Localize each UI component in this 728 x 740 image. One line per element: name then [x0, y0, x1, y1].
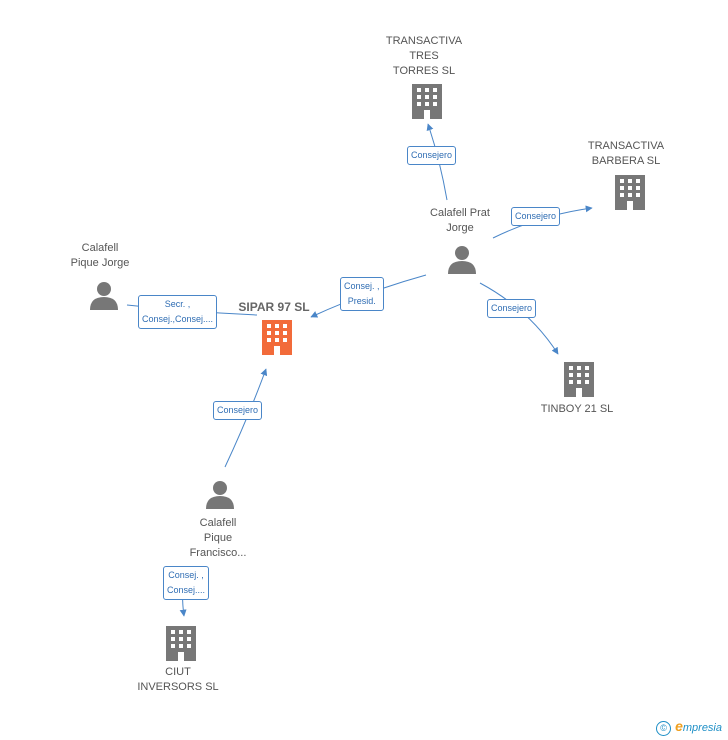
- person-icon-pique-francisco: [206, 481, 234, 509]
- node-label-sipar[interactable]: SIPAR 97 SL: [238, 300, 310, 314]
- company-building-icon-ciut: [166, 626, 196, 661]
- company-building-icon-tinboy: [564, 362, 594, 397]
- brand-name: mpresia: [682, 722, 722, 735]
- empresia-logo: ©empresia: [656, 718, 722, 736]
- edge-label-francisco-sipar: Consejero: [213, 401, 263, 420]
- company-building-icon-barbera: [615, 175, 645, 210]
- edge-label-prat-sipar: Consej. , Presid.: [340, 277, 384, 311]
- edge-prat-tinboy: [479, 282, 559, 355]
- person-icon-prat: [448, 246, 476, 274]
- edge-label-pique-jorge-sipar: Secr. , Consej.,Consej....: [138, 295, 218, 329]
- person-icon-pique-jorge: [90, 282, 118, 310]
- node-label-prat[interactable]: Calafell Prat Jorge: [430, 207, 490, 234]
- node-label-tres-torres[interactable]: TRANSACTIVA TRES TORRES SL: [385, 35, 463, 77]
- edge-label-prat-tres-torres: Consejero: [407, 146, 457, 165]
- company-building-icon-sipar: [262, 320, 292, 355]
- brand-initial: e: [675, 718, 683, 735]
- node-label-ciut[interactable]: CIUT INVERSORS SL: [137, 666, 219, 693]
- node-label-tinboy[interactable]: TINBOY 21 SL: [540, 403, 614, 415]
- node-label-barbera[interactable]: TRANSACTIVA BARBERA SL: [587, 140, 665, 167]
- node-label-pique-jorge[interactable]: Calafell Pique Jorge: [70, 242, 130, 269]
- node-label-pique-francisco[interactable]: Calafell Pique Francisco...: [189, 517, 247, 559]
- edge-label-prat-tinboy: Consejero: [487, 299, 537, 318]
- edge-label-francisco-ciut: Consej. , Consej....: [163, 566, 210, 600]
- edge-label-prat-barbera: Consejero: [511, 207, 561, 226]
- company-building-icon-tres-torres: [412, 84, 442, 119]
- copyright-icon: ©: [656, 721, 672, 736]
